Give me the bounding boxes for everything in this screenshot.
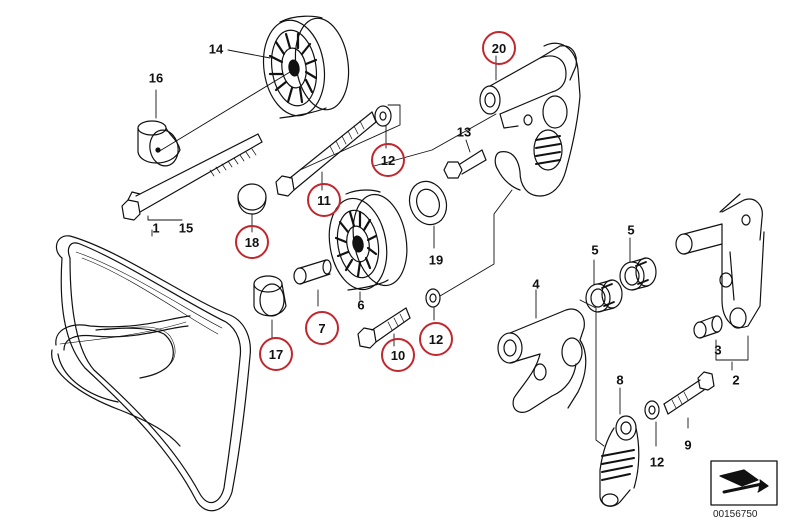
washer-12-bottom [644,400,660,420]
part-label-7-circled: 7 [305,311,339,345]
part-label-14: 14 [208,41,224,57]
bolt-11 [275,111,377,197]
part-label-4: 4 [532,276,540,292]
tensioner-assembly-20 [479,42,581,197]
washer-19 [408,180,448,226]
part-label-3: 3 [714,342,722,358]
part-label-17-circled: 17 [259,337,293,371]
diagram-code: 00156750 [713,509,758,520]
sleeve-3 [693,315,723,339]
bolt-7 [293,259,332,285]
part-label-8: 8 [616,372,624,388]
diagram-symbol [710,460,778,506]
cap-18 [237,183,267,215]
tensioner-arm-4 [497,308,587,413]
bolt-9 [663,371,715,415]
part-label-1: 1 [152,220,160,236]
idler-pulley-14 [262,15,350,119]
washer-12-middle [425,288,441,308]
bolt-10 [357,307,411,349]
cap-17 [253,275,287,317]
part-label-20-circled: 20 [482,31,516,65]
idler-pulley-6 [328,189,408,291]
part-label-12-bottom: 12 [649,454,665,470]
cap-16 [137,120,181,167]
bolt-13 [443,149,487,179]
part-label-5a: 5 [591,242,599,258]
damper-8 [599,415,640,507]
bolt-15 [121,133,263,221]
part-label-19: 19 [428,252,444,268]
part-label-6: 6 [357,297,365,313]
part-label-5b: 5 [627,222,635,238]
needle-bearing-5-right [619,257,657,291]
leader-lines [147,49,749,447]
needle-bearing-5-left [585,279,623,313]
part-label-12-circled-top: 12 [371,143,405,177]
part-label-10-circled: 10 [381,338,415,372]
drive-belt [51,235,251,512]
part-label-2: 2 [732,372,740,388]
part-label-13: 13 [456,124,472,140]
part-label-12-circled-middle: 12 [419,322,453,356]
part-label-15: 15 [178,220,194,236]
part-label-9: 9 [684,437,692,453]
part-label-16: 16 [148,70,164,86]
bracket-2 [675,193,765,329]
part-label-11-circled: 11 [307,183,341,217]
part-label-18-circled: 18 [235,225,269,259]
washer-12-top [374,105,392,127]
